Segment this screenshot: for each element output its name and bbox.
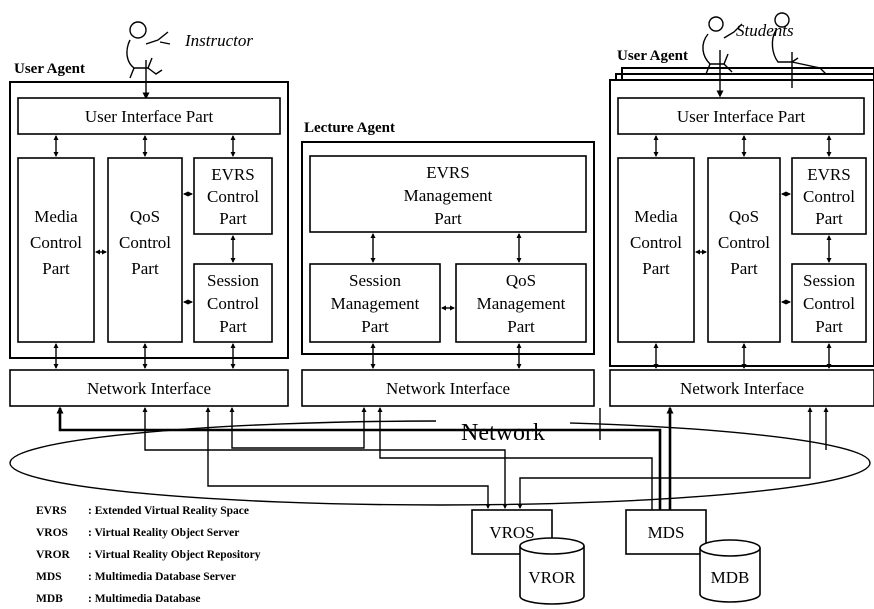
mdb-cylinder bbox=[699, 539, 761, 603]
left-session-control bbox=[193, 263, 273, 343]
svg-text:User Interface Part: User Interface Part bbox=[85, 107, 214, 126]
mdb-label: MDB bbox=[711, 568, 750, 587]
right-network-interface bbox=[609, 369, 874, 407]
legend-abbr: MDB bbox=[36, 593, 63, 605]
left-ui-part bbox=[17, 97, 281, 135]
svg-text:Part: Part bbox=[219, 209, 247, 228]
svg-text:VROS: VROS bbox=[489, 523, 534, 542]
left-network-interface bbox=[9, 369, 289, 407]
lecture-qos-management bbox=[455, 263, 587, 343]
svg-text:QoS: QoS bbox=[506, 271, 536, 290]
right-user-agent-title: User Agent bbox=[617, 48, 688, 64]
right-qos-control bbox=[707, 157, 781, 343]
svg-text:EVRS: EVRS bbox=[807, 165, 850, 184]
svg-text:Control: Control bbox=[630, 233, 682, 252]
svg-text:Control: Control bbox=[119, 233, 171, 252]
svg-text:User Interface Part: User Interface Part bbox=[677, 107, 806, 126]
svg-text:Part: Part bbox=[131, 259, 159, 278]
svg-text:Part: Part bbox=[434, 209, 462, 228]
legend-desc: : Virtual Reality Object Repository bbox=[88, 549, 261, 561]
svg-text:Session: Session bbox=[803, 271, 855, 290]
svg-text:Session: Session bbox=[349, 271, 401, 290]
svg-text:Control: Control bbox=[207, 294, 259, 313]
right-session-control bbox=[791, 263, 867, 343]
svg-text:EVRS: EVRS bbox=[426, 163, 469, 182]
svg-text:Control: Control bbox=[30, 233, 82, 252]
legend-desc: : Multimedia Database bbox=[88, 593, 200, 605]
legend: EVRS : Extended Virtual Reality Space VR… bbox=[36, 505, 261, 605]
svg-text:QoS: QoS bbox=[130, 207, 160, 226]
link-left-lecture bbox=[229, 407, 367, 449]
svg-text:Management: Management bbox=[331, 294, 420, 313]
vror-cylinder bbox=[519, 537, 585, 605]
instructor-label: Instructor bbox=[184, 31, 253, 50]
legend-abbr: VROR bbox=[36, 549, 71, 561]
svg-text:Management: Management bbox=[404, 186, 493, 205]
svg-text:Session: Session bbox=[207, 271, 259, 290]
lecture-network-interface bbox=[301, 369, 595, 407]
legend-desc: : Extended Virtual Reality Space bbox=[88, 505, 249, 517]
svg-text:Management: Management bbox=[477, 294, 566, 313]
svg-text:Control: Control bbox=[803, 294, 855, 313]
network-label: Network bbox=[461, 420, 545, 446]
svg-text:MDS: MDS bbox=[648, 523, 685, 542]
svg-text:Part: Part bbox=[219, 317, 247, 336]
svg-text:QoS: QoS bbox=[729, 207, 759, 226]
legend-desc: : Multimedia Database Server bbox=[88, 571, 236, 583]
left-evrs-control bbox=[193, 157, 273, 235]
svg-text:Control: Control bbox=[207, 187, 259, 206]
instructor-icon bbox=[126, 21, 171, 79]
svg-text:Part: Part bbox=[361, 317, 389, 336]
right-media-control bbox=[617, 157, 695, 343]
svg-text:EVRS: EVRS bbox=[211, 165, 254, 184]
legend-abbr: MDS bbox=[36, 571, 62, 583]
students-label: Students bbox=[736, 21, 794, 40]
right-ui-part bbox=[617, 97, 865, 135]
legend-desc: : Virtual Reality Object Server bbox=[88, 527, 239, 539]
mds-box bbox=[625, 509, 707, 555]
left-user-agent-title: User Agent bbox=[14, 61, 85, 77]
link-right-vros bbox=[517, 407, 813, 509]
svg-text:Part: Part bbox=[815, 317, 843, 336]
svg-text:Control: Control bbox=[803, 187, 855, 206]
lecture-evrs-management bbox=[309, 155, 587, 233]
svg-text:Part: Part bbox=[815, 209, 843, 228]
legend-abbr: EVRS bbox=[36, 505, 67, 517]
lecture-agent-frame bbox=[301, 141, 595, 355]
left-media-control bbox=[17, 157, 95, 343]
svg-text:Control: Control bbox=[718, 233, 770, 252]
left-user-agent-frame bbox=[9, 81, 289, 359]
legend-abbr: VROS bbox=[36, 527, 68, 539]
left-qos-control bbox=[107, 157, 183, 343]
right-evrs-control bbox=[791, 157, 867, 235]
svg-text:Part: Part bbox=[642, 259, 670, 278]
svg-text:Part: Part bbox=[730, 259, 758, 278]
svg-text:Network Interface: Network Interface bbox=[386, 379, 510, 398]
svg-text:Part: Part bbox=[42, 259, 70, 278]
svg-text:Media: Media bbox=[634, 207, 678, 226]
svg-text:Network Interface: Network Interface bbox=[680, 379, 804, 398]
lecture-agent-title: Lecture Agent bbox=[304, 120, 395, 136]
lecture-session-management bbox=[309, 263, 441, 343]
vror-label: VROR bbox=[528, 568, 576, 587]
svg-text:Network Interface: Network Interface bbox=[87, 379, 211, 398]
svg-text:Part: Part bbox=[507, 317, 535, 336]
svg-text:Media: Media bbox=[34, 207, 78, 226]
